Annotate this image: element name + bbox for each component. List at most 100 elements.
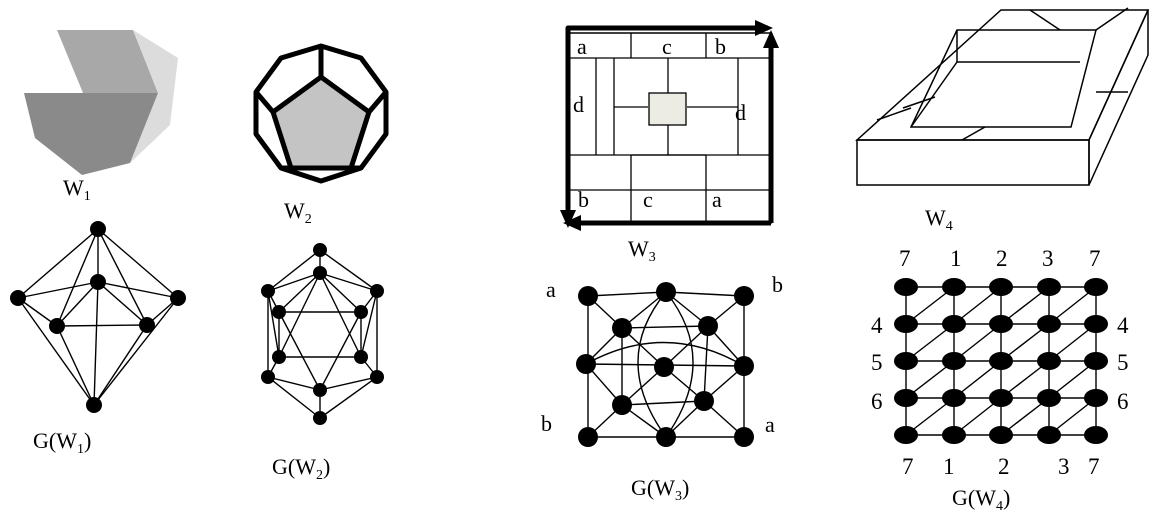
w2-inner-pentagon xyxy=(270,74,372,171)
w2-solid xyxy=(253,43,389,184)
svg-text:5: 5 xyxy=(1117,350,1129,375)
g3-vertex xyxy=(734,356,754,376)
g2-vertex xyxy=(313,266,327,280)
g1-vertex xyxy=(139,317,155,333)
g4-vertex xyxy=(1084,315,1108,333)
g4-vertex xyxy=(1084,278,1108,296)
g2-vertex xyxy=(354,305,368,319)
w3-caption: W3 xyxy=(628,236,656,265)
g4-top-labels: 7 1 2 3 7 xyxy=(899,246,1101,271)
g4-vertex xyxy=(989,315,1013,333)
g3-vertex xyxy=(734,427,754,447)
g2-vertex xyxy=(272,350,286,364)
svg-text:7: 7 xyxy=(1088,454,1100,479)
g4-vertex xyxy=(894,426,918,444)
g2-vertex xyxy=(370,370,384,384)
g4-caption: G(W4) xyxy=(952,485,1010,514)
g4-vertex xyxy=(894,352,918,370)
g4-vertex xyxy=(894,278,918,296)
svg-text:6: 6 xyxy=(1117,389,1129,414)
g1-vertex xyxy=(49,318,65,334)
g2-vertex xyxy=(272,305,286,319)
g4-left-labels: 4 5 6 xyxy=(871,313,883,414)
w3-center-square xyxy=(648,92,687,126)
g2-graph xyxy=(261,243,384,425)
g4-vertex xyxy=(1037,278,1061,296)
svg-text:2: 2 xyxy=(996,246,1008,271)
svg-text:7: 7 xyxy=(1089,246,1101,271)
g3-graph xyxy=(576,282,754,447)
g2-vertex xyxy=(354,350,368,364)
g2-vertex xyxy=(370,284,384,298)
g1-vertex xyxy=(10,290,26,306)
svg-text:d: d xyxy=(573,92,584,117)
w4-caption: W4 xyxy=(925,205,953,234)
w1-top-face xyxy=(57,30,158,93)
g1-graph xyxy=(10,221,186,413)
g4-vertex xyxy=(1084,426,1108,444)
w1-solid xyxy=(24,30,178,175)
g2-vertex xyxy=(261,284,275,298)
svg-text:b: b xyxy=(578,187,589,212)
svg-text:a: a xyxy=(577,34,587,59)
g3-vertex xyxy=(578,427,598,447)
svg-text:6: 6 xyxy=(871,389,883,414)
g4-vertices xyxy=(894,278,1108,444)
svg-text:5: 5 xyxy=(871,350,883,375)
g3-vertex xyxy=(612,318,632,338)
g4-vertex xyxy=(989,278,1013,296)
svg-text:3: 3 xyxy=(1058,454,1070,479)
w4-solid xyxy=(855,7,1150,186)
g4-vertex xyxy=(942,315,966,333)
g4-bottom-labels: 7 1 2 3 7 xyxy=(902,454,1100,479)
g3-vertex xyxy=(656,427,676,447)
g4-vertex xyxy=(894,389,918,407)
w1-side-face xyxy=(130,30,178,163)
svg-text:2: 2 xyxy=(998,454,1010,479)
g2-caption: G(W2) xyxy=(272,454,330,483)
svg-text:a: a xyxy=(765,412,775,437)
g4-vertex xyxy=(942,278,966,296)
g3-vertex xyxy=(656,282,676,302)
w1-front-face xyxy=(24,93,158,175)
g4-vertex xyxy=(942,426,966,444)
svg-text:c: c xyxy=(662,34,672,59)
w3-edge-labels: a c b d d b c a xyxy=(573,34,746,212)
svg-text:3: 3 xyxy=(1042,246,1054,271)
svg-text:a: a xyxy=(546,277,556,302)
g1-caption: G(W1) xyxy=(33,428,91,457)
g4-vertex xyxy=(1037,389,1061,407)
g4-vertex xyxy=(1037,426,1061,444)
g1-vertex xyxy=(86,397,102,413)
g4-vertex xyxy=(894,315,918,333)
svg-text:7: 7 xyxy=(902,454,914,479)
w3-diagram xyxy=(560,20,779,231)
svg-text:1: 1 xyxy=(950,246,962,271)
g1-vertex xyxy=(170,290,186,306)
svg-text:4: 4 xyxy=(1117,313,1129,338)
g4-vertex xyxy=(1037,352,1061,370)
svg-text:a: a xyxy=(712,187,722,212)
g4-right-labels: 4 5 6 xyxy=(1117,313,1129,414)
g4-vertex xyxy=(942,389,966,407)
g4-vertex xyxy=(1084,389,1108,407)
w2-spokes xyxy=(254,46,388,171)
g2-vertex xyxy=(261,370,275,384)
g4-vertex xyxy=(1037,315,1061,333)
svg-text:1: 1 xyxy=(943,454,955,479)
g3-vertex xyxy=(734,286,754,306)
svg-text:b: b xyxy=(715,34,726,59)
svg-text:4: 4 xyxy=(871,313,883,338)
svg-text:d: d xyxy=(735,100,746,125)
g4-vertex xyxy=(989,426,1013,444)
g3-vertex xyxy=(694,391,714,411)
g4-vertex xyxy=(989,389,1013,407)
g3-vertex xyxy=(576,354,596,374)
w2-outer-decagon xyxy=(253,43,389,184)
g3-vertex xyxy=(654,357,674,377)
g3-caption: G(W3) xyxy=(631,475,689,504)
g2-vertex xyxy=(313,383,327,397)
svg-text:b: b xyxy=(772,272,783,297)
svg-text:b: b xyxy=(541,411,552,436)
